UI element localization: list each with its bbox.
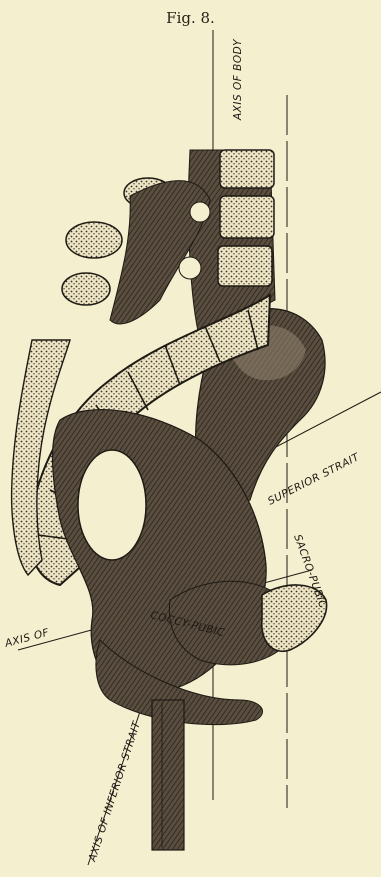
label-axis-of-body: AXIS OF BODY [232, 38, 244, 121]
femur-shaft [152, 700, 184, 850]
label-superior-strait: SUPERIOR STRAIT [266, 451, 363, 508]
foramen-2 [179, 257, 201, 279]
label-axis-of-inferior-strait: AXIS OF INFERIOR STRAIT [86, 719, 143, 864]
spinous-process-2 [66, 222, 122, 258]
obturator-foramen [78, 450, 146, 560]
label-axis-of: AXIS OF [3, 626, 51, 650]
lumbar-vertebra-2 [220, 196, 274, 238]
foramen-1 [190, 202, 210, 222]
lumbar-vertebra-3 [218, 246, 272, 286]
lumbar-vertebra-1 [220, 150, 274, 188]
spinous-process-3 [62, 273, 110, 305]
